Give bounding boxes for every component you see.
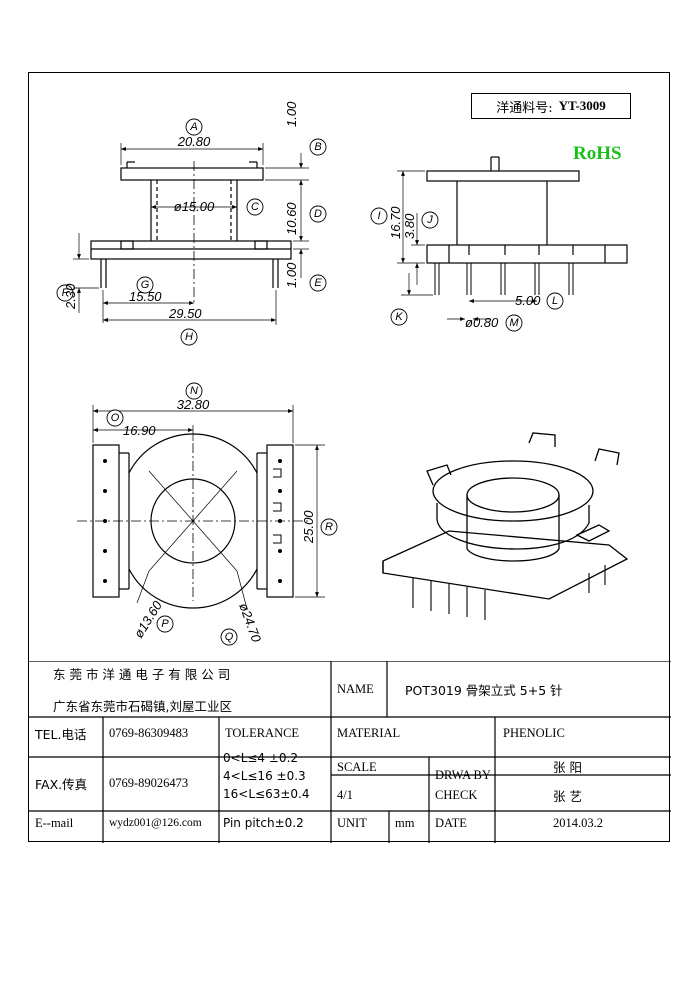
top-view	[77, 405, 325, 610]
callout-q-circle	[220, 628, 238, 646]
dim-h-value: 29.50	[168, 306, 202, 321]
callout-r: R	[325, 521, 333, 533]
tel-label: TEL.电话	[35, 726, 87, 742]
callout-circles	[56, 118, 564, 646]
dim-d-value: 10.60	[284, 202, 299, 235]
front-view	[73, 143, 309, 325]
side-view	[397, 156, 628, 321]
unit-value: mm	[395, 815, 415, 830]
scale-value: 4/1	[337, 787, 353, 802]
tolerance-line-4: Pin pitch±0.2	[223, 816, 304, 830]
dim-m-value: ø0.80	[465, 315, 499, 330]
tolerance-line-1: 0<L≤4 ±0.2	[223, 751, 299, 765]
drawn-by-value: 张 阳	[553, 759, 582, 775]
isometric-view	[382, 432, 629, 620]
dim-g-value: 15.50	[129, 289, 162, 304]
name-value: POT3019 骨架立式 5+5 针	[405, 682, 563, 698]
date-value: 2014.03.2	[553, 815, 603, 830]
callout-a: A	[189, 121, 197, 133]
fax-value: 0769-89026473	[109, 775, 189, 790]
drawing-sheet: 洋通料号: YT-3009 RoHS	[28, 72, 671, 843]
callout-k-circle	[390, 308, 408, 326]
fax-label: FAX.传真	[35, 776, 88, 792]
dim-c-value: ø15.00	[174, 199, 215, 214]
callout-p-circle	[156, 615, 174, 633]
dim-e-value: 1.00	[284, 262, 299, 288]
tolerance-line-3: 16<L≤63±0.4	[223, 787, 310, 801]
dim-n-value: 32.80	[177, 397, 210, 412]
email-label: E--mail	[35, 815, 74, 830]
part-number-value: YT-3009	[558, 98, 606, 113]
callout-c-circle	[246, 198, 264, 216]
title-block: 东 莞 市 洋 通 电 子 有 限 公 司 广东省东莞市石碣镇,刘屋工业区 NA…	[29, 661, 671, 843]
callout-n: N	[190, 385, 198, 397]
callout-b-circle	[309, 138, 327, 156]
callout-e-circle	[309, 274, 327, 292]
callout-h: H	[185, 331, 193, 343]
callout-l: L	[552, 295, 558, 307]
tel-value: 0769-86309483	[109, 725, 189, 740]
dim-a-value: 20.80	[177, 134, 211, 149]
part-number-label: 洋通料号:	[496, 100, 553, 116]
dim-r-value: 25.00	[301, 510, 316, 544]
callout-a-circle	[185, 118, 203, 136]
unit-label: UNIT	[337, 815, 367, 830]
callout-o-circle	[106, 409, 124, 427]
callout-i-circle	[370, 207, 388, 225]
dim-f-value: 2.30	[63, 283, 78, 310]
email-value: wydz001@126.com	[109, 817, 202, 829]
callout-m: M	[509, 317, 519, 329]
callout-f-circle	[56, 284, 74, 302]
dim-o-value: 16.90	[123, 423, 156, 438]
technical-drawing: A B C D E F G H I J K L M N O P Q R 20.8…	[56, 101, 629, 646]
callout-m-circle	[505, 314, 523, 332]
callout-b: B	[314, 141, 321, 153]
callout-r-circle	[320, 518, 338, 536]
name-label: NAME	[337, 681, 374, 696]
callout-h-circle	[180, 328, 198, 346]
callout-l-circle	[546, 292, 564, 310]
callout-q: Q	[225, 631, 234, 643]
callout-j-circle	[421, 211, 439, 229]
dim-i-value: 16.70	[388, 206, 403, 239]
callout-e: E	[314, 277, 322, 289]
callout-p: P	[161, 618, 169, 630]
callout-j: J	[426, 214, 433, 226]
dim-l-value: 5.00	[515, 293, 541, 308]
dim-j-value: 3.80	[402, 213, 417, 239]
material-value: PHENOLIC	[503, 725, 565, 740]
tolerance-line-2: 4<L≤16 ±0.3	[223, 769, 306, 783]
callout-d-circle	[309, 205, 327, 223]
check-value: 张 艺	[553, 788, 582, 804]
material-label: MATERIAL	[337, 725, 401, 740]
callout-d: D	[314, 208, 322, 220]
callout-k: K	[395, 311, 403, 323]
company-address: 广东省东莞市石碣镇,刘屋工业区	[53, 698, 232, 714]
callout-n-circle	[185, 382, 203, 400]
part-number-box: 洋通料号: YT-3009	[471, 93, 631, 119]
title-block-grid	[29, 661, 671, 843]
drawn-by-label: DRWA BY	[435, 768, 491, 782]
callout-g: G	[141, 279, 150, 291]
rohs-mark: RoHS	[573, 143, 622, 164]
date-label: DATE	[435, 815, 467, 830]
dim-b-value: 1.00	[284, 101, 299, 127]
callout-f: F	[62, 287, 70, 299]
callout-g-circle	[136, 276, 154, 294]
callout-o: O	[111, 412, 120, 424]
callout-i: I	[377, 210, 380, 222]
callout-c: C	[251, 201, 259, 213]
dim-q-value: ø24.70	[236, 601, 264, 645]
check-label: CHECK	[435, 787, 478, 802]
company-name: 东 莞 市 洋 通 电 子 有 限 公 司	[53, 666, 231, 682]
tolerance-label: TOLERANCE	[225, 725, 300, 740]
scale-label: SCALE	[337, 759, 377, 774]
